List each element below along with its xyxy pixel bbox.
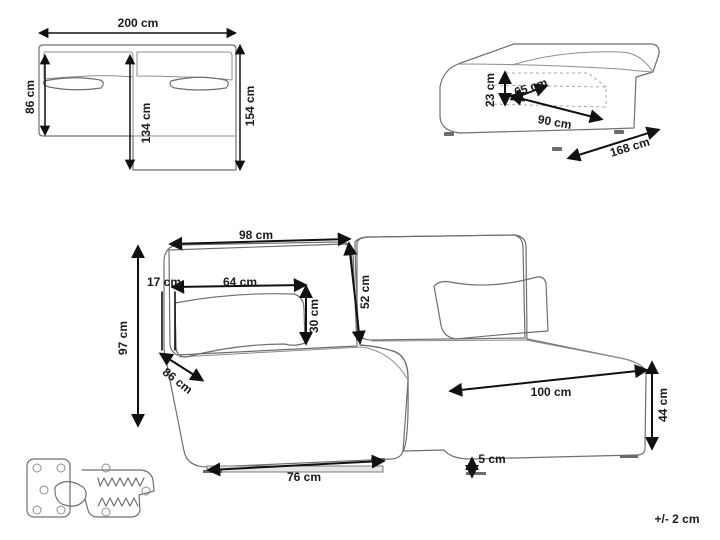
- connector-detail: [26, 458, 155, 518]
- ottoman-view: 23 cm 65 cm 90 cm 168 cm: [439, 43, 661, 162]
- ottoman-overall-dimension: [566, 126, 661, 162]
- ottoman-foot-left: [444, 132, 454, 136]
- connector-screw-5: [56, 505, 66, 515]
- ottoman-width-dimension: [508, 91, 604, 124]
- right-foot-1: [466, 472, 486, 475]
- ottoman-foot-front: [552, 147, 562, 151]
- main-sofa-view: 98 cm 17 cm 64 cm 30 cm 52 cm 97 cm 86 c…: [116, 228, 670, 484]
- top-view: 200 cm 86 cm 134 cm 154 cm: [23, 16, 257, 172]
- top-total-depth-label: 154 cm: [243, 86, 257, 127]
- connector-screw-2: [56, 463, 66, 473]
- top-view-cushion-left: [42, 77, 104, 91]
- right-foot-2: [620, 455, 638, 458]
- back-width-dimension: [168, 232, 352, 251]
- ottoman-foot-right: [614, 130, 624, 134]
- cushion-width-label: 64 cm: [223, 275, 257, 289]
- main-right-module-outline: [354, 234, 647, 460]
- connector-screw-7: [101, 507, 111, 517]
- connector-right-bracket: [81, 469, 155, 518]
- top-chaise-depth-label: 134 cm: [139, 103, 153, 144]
- ottoman-depth-label: 65 cm: [512, 75, 549, 99]
- seat-height-label: 44 cm: [656, 388, 670, 422]
- connector-left-plate: [26, 458, 71, 518]
- connector-screw-3: [39, 485, 49, 495]
- seat-depth-label: 86 cm: [160, 365, 195, 397]
- ottoman-width-label: 90 cm: [537, 112, 573, 132]
- base-width-dimension: [206, 454, 386, 477]
- back-height-dimension: [343, 241, 366, 345]
- foot-height-label: 5 cm: [478, 452, 505, 466]
- connector-teeth: [97, 477, 145, 507]
- top-view-cushion-right: [169, 76, 229, 91]
- tolerance-note: +/- 2 cm: [654, 512, 699, 526]
- arm-width-label: 17 cm: [147, 275, 181, 289]
- connector-screw-4: [32, 505, 42, 515]
- cushion-width-dimension: [170, 278, 308, 294]
- back-width-label: 98 cm: [239, 228, 273, 242]
- chaise-length-dimension: [448, 364, 649, 397]
- ottoman-height-label: 23 cm: [483, 73, 497, 107]
- ottoman-body-outline: [439, 43, 660, 134]
- base-width-label: 76 cm: [287, 470, 321, 484]
- top-width-label: 200 cm: [118, 16, 159, 30]
- top-view-back-left: [43, 51, 134, 80]
- main-right-seat-top: [371, 339, 647, 377]
- connector-screw-6: [101, 463, 111, 473]
- chaise-length-label: 100 cm: [531, 385, 572, 399]
- connector-screw-1: [32, 463, 42, 473]
- back-height-label: 52 cm: [358, 275, 372, 309]
- left-lumbar-pillow: [174, 293, 306, 358]
- connector-screw-8: [141, 486, 151, 496]
- right-lumbar-pillow: [433, 276, 549, 340]
- ottoman-hidden-line-3: [506, 72, 607, 88]
- top-view-back-right: [136, 51, 233, 81]
- ottoman-hidden-line-1: [487, 84, 607, 108]
- overall-height-label: 97 cm: [116, 321, 130, 355]
- cushion-height-label: 30 cm: [307, 299, 321, 333]
- main-left-seat-top: [178, 346, 409, 381]
- ottoman-inner-edge: [511, 51, 654, 73]
- seat-depth-dimension: [158, 352, 205, 382]
- ottoman-top-edge: [457, 63, 654, 73]
- top-seat-depth-label: 86 cm: [23, 80, 37, 114]
